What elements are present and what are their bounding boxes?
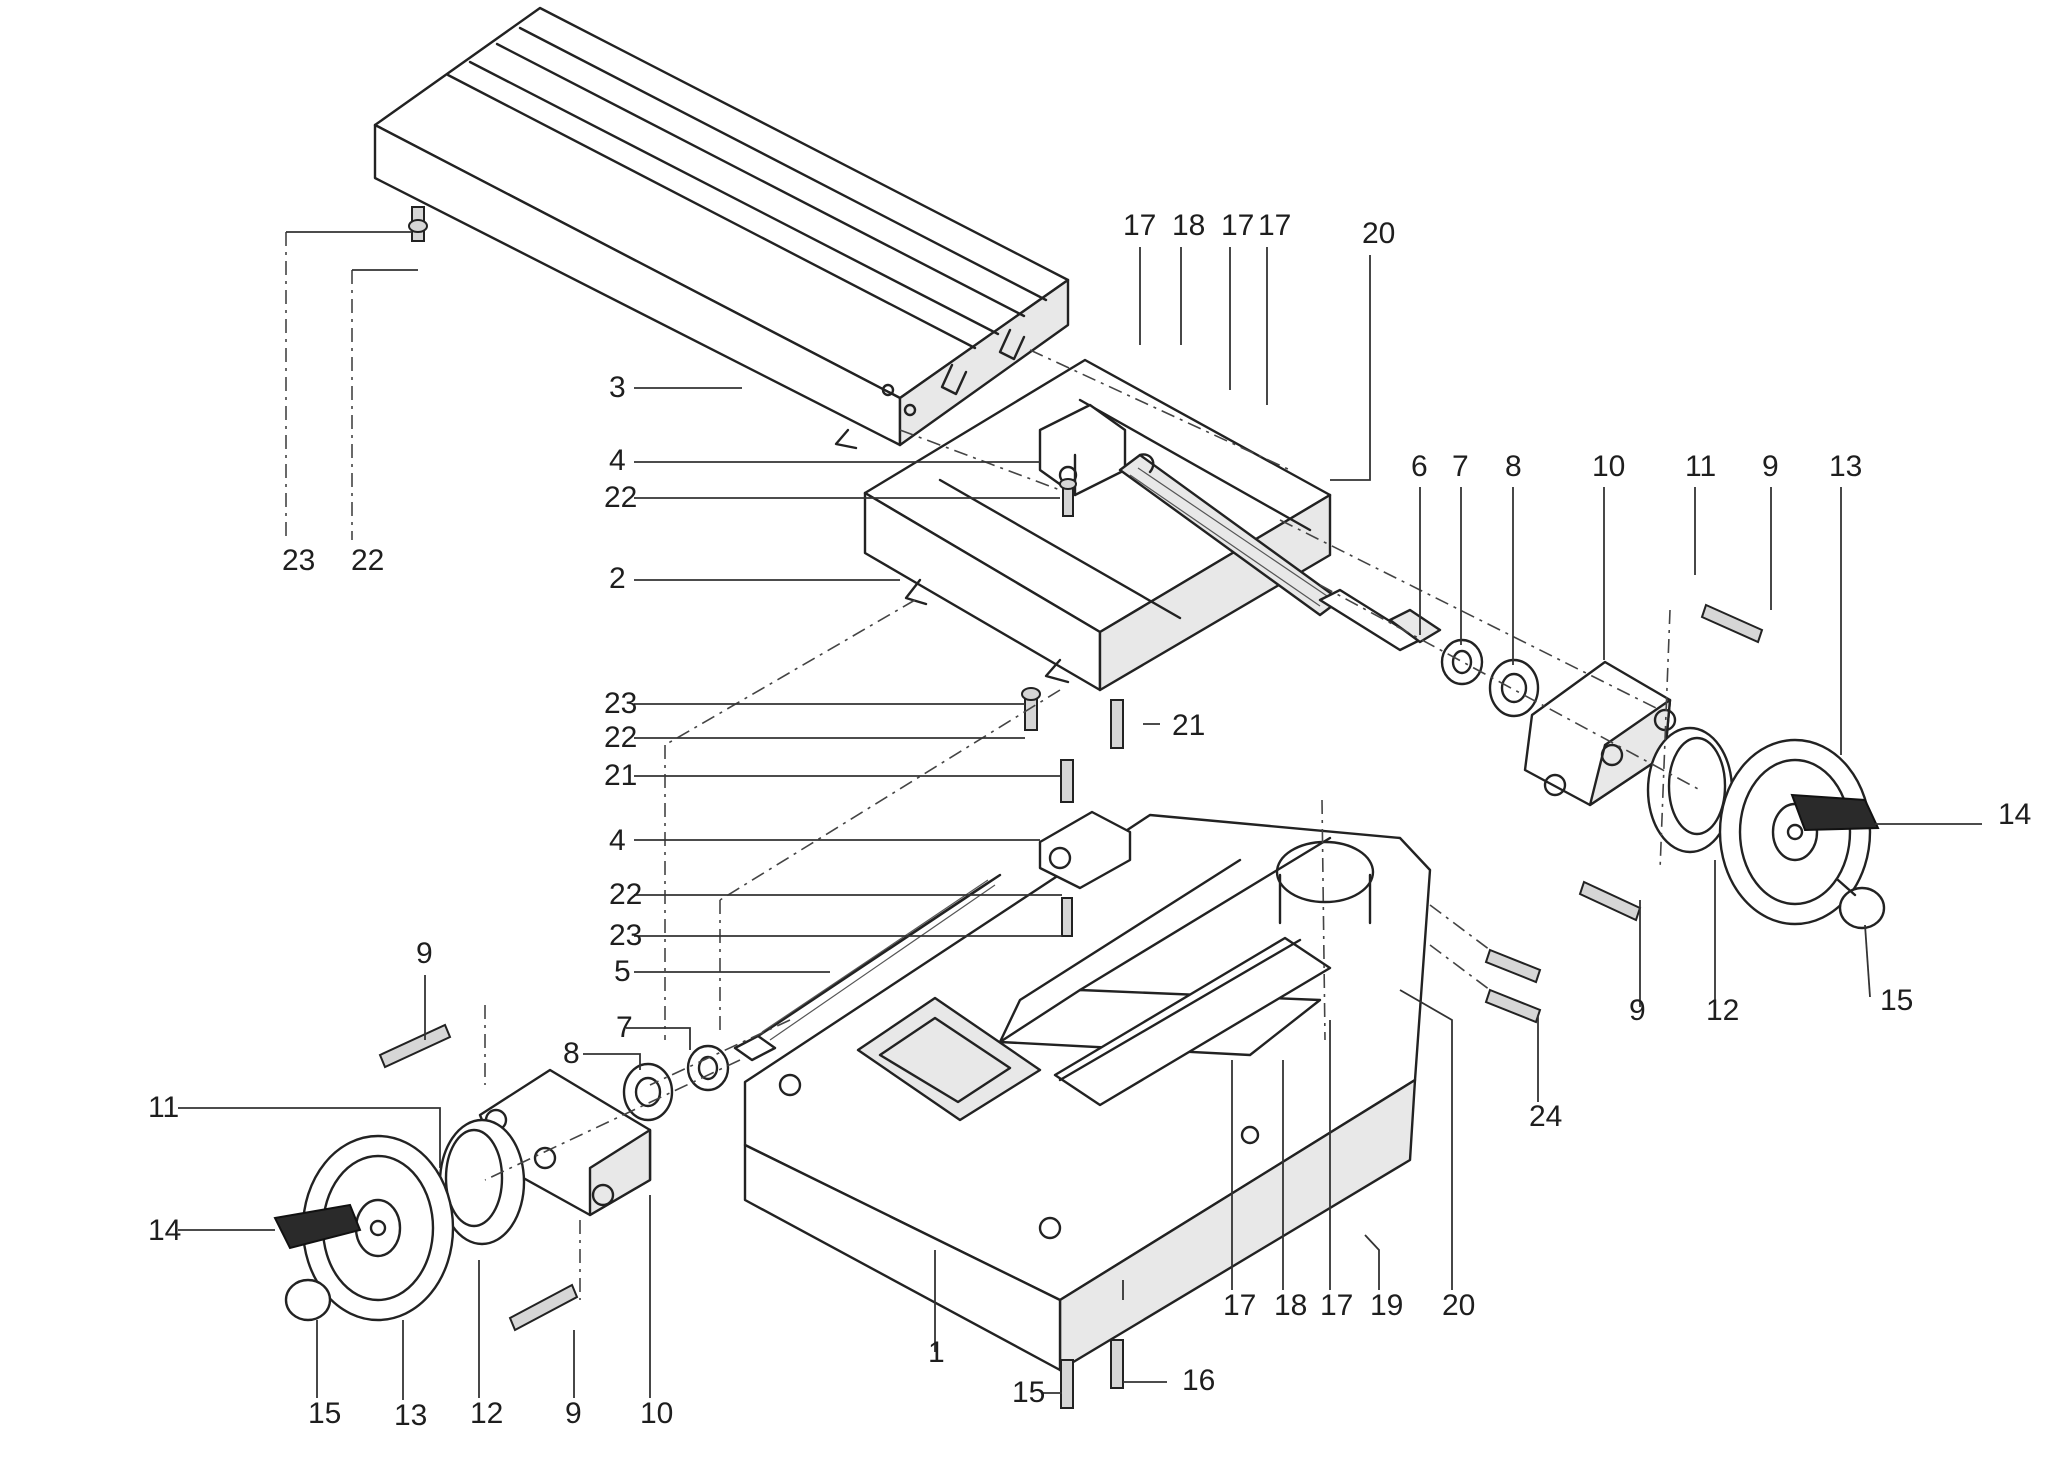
part-label-l-22-b: 22 (351, 544, 384, 577)
part-label-l-17-b: 17 (1221, 209, 1254, 242)
part-label-l-18-b: 18 (1274, 1289, 1307, 1322)
part-label-l-14-b: 14 (148, 1214, 181, 1247)
left-bearing-parts (478, 1044, 730, 1217)
part-label-l-24: 24 (1529, 1100, 1562, 1133)
part-label-l-14-a: 14 (1998, 798, 2031, 831)
part-label-l-4-b: 4 (609, 824, 626, 857)
part-label-l-7-a: 7 (1452, 450, 1469, 483)
part-label-l-9-d: 9 (565, 1397, 582, 1430)
part-label-l-22-a: 22 (604, 481, 637, 514)
part-label-l-4-a: 4 (609, 444, 626, 477)
part-label-l-15-a: 15 (1880, 984, 1913, 1017)
base-part-1 (733, 810, 1432, 1372)
part-label-l-17-c: 17 (1258, 209, 1291, 242)
part-label-l-12-b: 12 (470, 1397, 503, 1430)
part-label-l-2: 2 (609, 562, 626, 595)
part-label-l-17-d: 17 (1223, 1289, 1256, 1322)
part-label-l-5: 5 (614, 955, 631, 988)
part-label-l-15-c: 15 (1012, 1376, 1045, 1409)
screws (378, 206, 1764, 1409)
part-label-l-18-a: 18 (1172, 209, 1205, 242)
part-label-l-10-b: 10 (640, 1397, 673, 1430)
part-label-l-13-a: 13 (1829, 450, 1862, 483)
part-label-l-1: 1 (928, 1336, 945, 1369)
part-label-l-23-a: 23 (282, 544, 315, 577)
part-label-l-23-b: 23 (604, 687, 637, 720)
part-label-l-13-b: 13 (394, 1399, 427, 1432)
part-label-l-17-e: 17 (1320, 1289, 1353, 1322)
part-label-l-20-b: 20 (1442, 1289, 1475, 1322)
leader-lines (178, 231, 1982, 1400)
right-handwheel-assembly (1646, 726, 1886, 930)
part-label-l-16: 16 (1182, 1364, 1215, 1397)
part-label-l-9-c: 9 (1629, 994, 1646, 1027)
part-label-l-8-a: 8 (1505, 450, 1522, 483)
part-label-l-8-b: 8 (563, 1037, 580, 1070)
saddle-part-2 (863, 358, 1442, 692)
part-label-l-6: 6 (1411, 450, 1428, 483)
part-label-l-9-b: 9 (416, 937, 433, 970)
part-label-l-11-b: 11 (148, 1091, 179, 1124)
construction-lines (285, 232, 1701, 1300)
part-label-l-21-a: 21 (1172, 709, 1205, 742)
part-label-l-7-b: 7 (616, 1011, 633, 1044)
part-label-l-3: 3 (609, 371, 626, 404)
part-label-l-21-b: 21 (604, 759, 637, 792)
table-part-3 (373, 6, 1070, 450)
part-label-l-10-a: 10 (1592, 450, 1625, 483)
part-label-l-11-a: 11 (1685, 450, 1716, 483)
left-handwheel-assembly (273, 1118, 526, 1322)
part-label-l-19: 19 (1370, 1289, 1403, 1322)
part-label-l-23-c: 23 (609, 919, 642, 952)
part-label-l-20-a: 20 (1362, 217, 1395, 250)
part-label-l-22-c: 22 (604, 721, 637, 754)
right-bearing-parts (1440, 638, 1677, 807)
part-label-l-9-a: 9 (1762, 450, 1779, 483)
part-label-l-12-a: 12 (1706, 994, 1739, 1027)
part-label-l-17-a: 17 (1123, 209, 1156, 242)
part-label-l-15-b: 15 (308, 1397, 341, 1430)
part-label-l-22-d: 22 (609, 878, 642, 911)
